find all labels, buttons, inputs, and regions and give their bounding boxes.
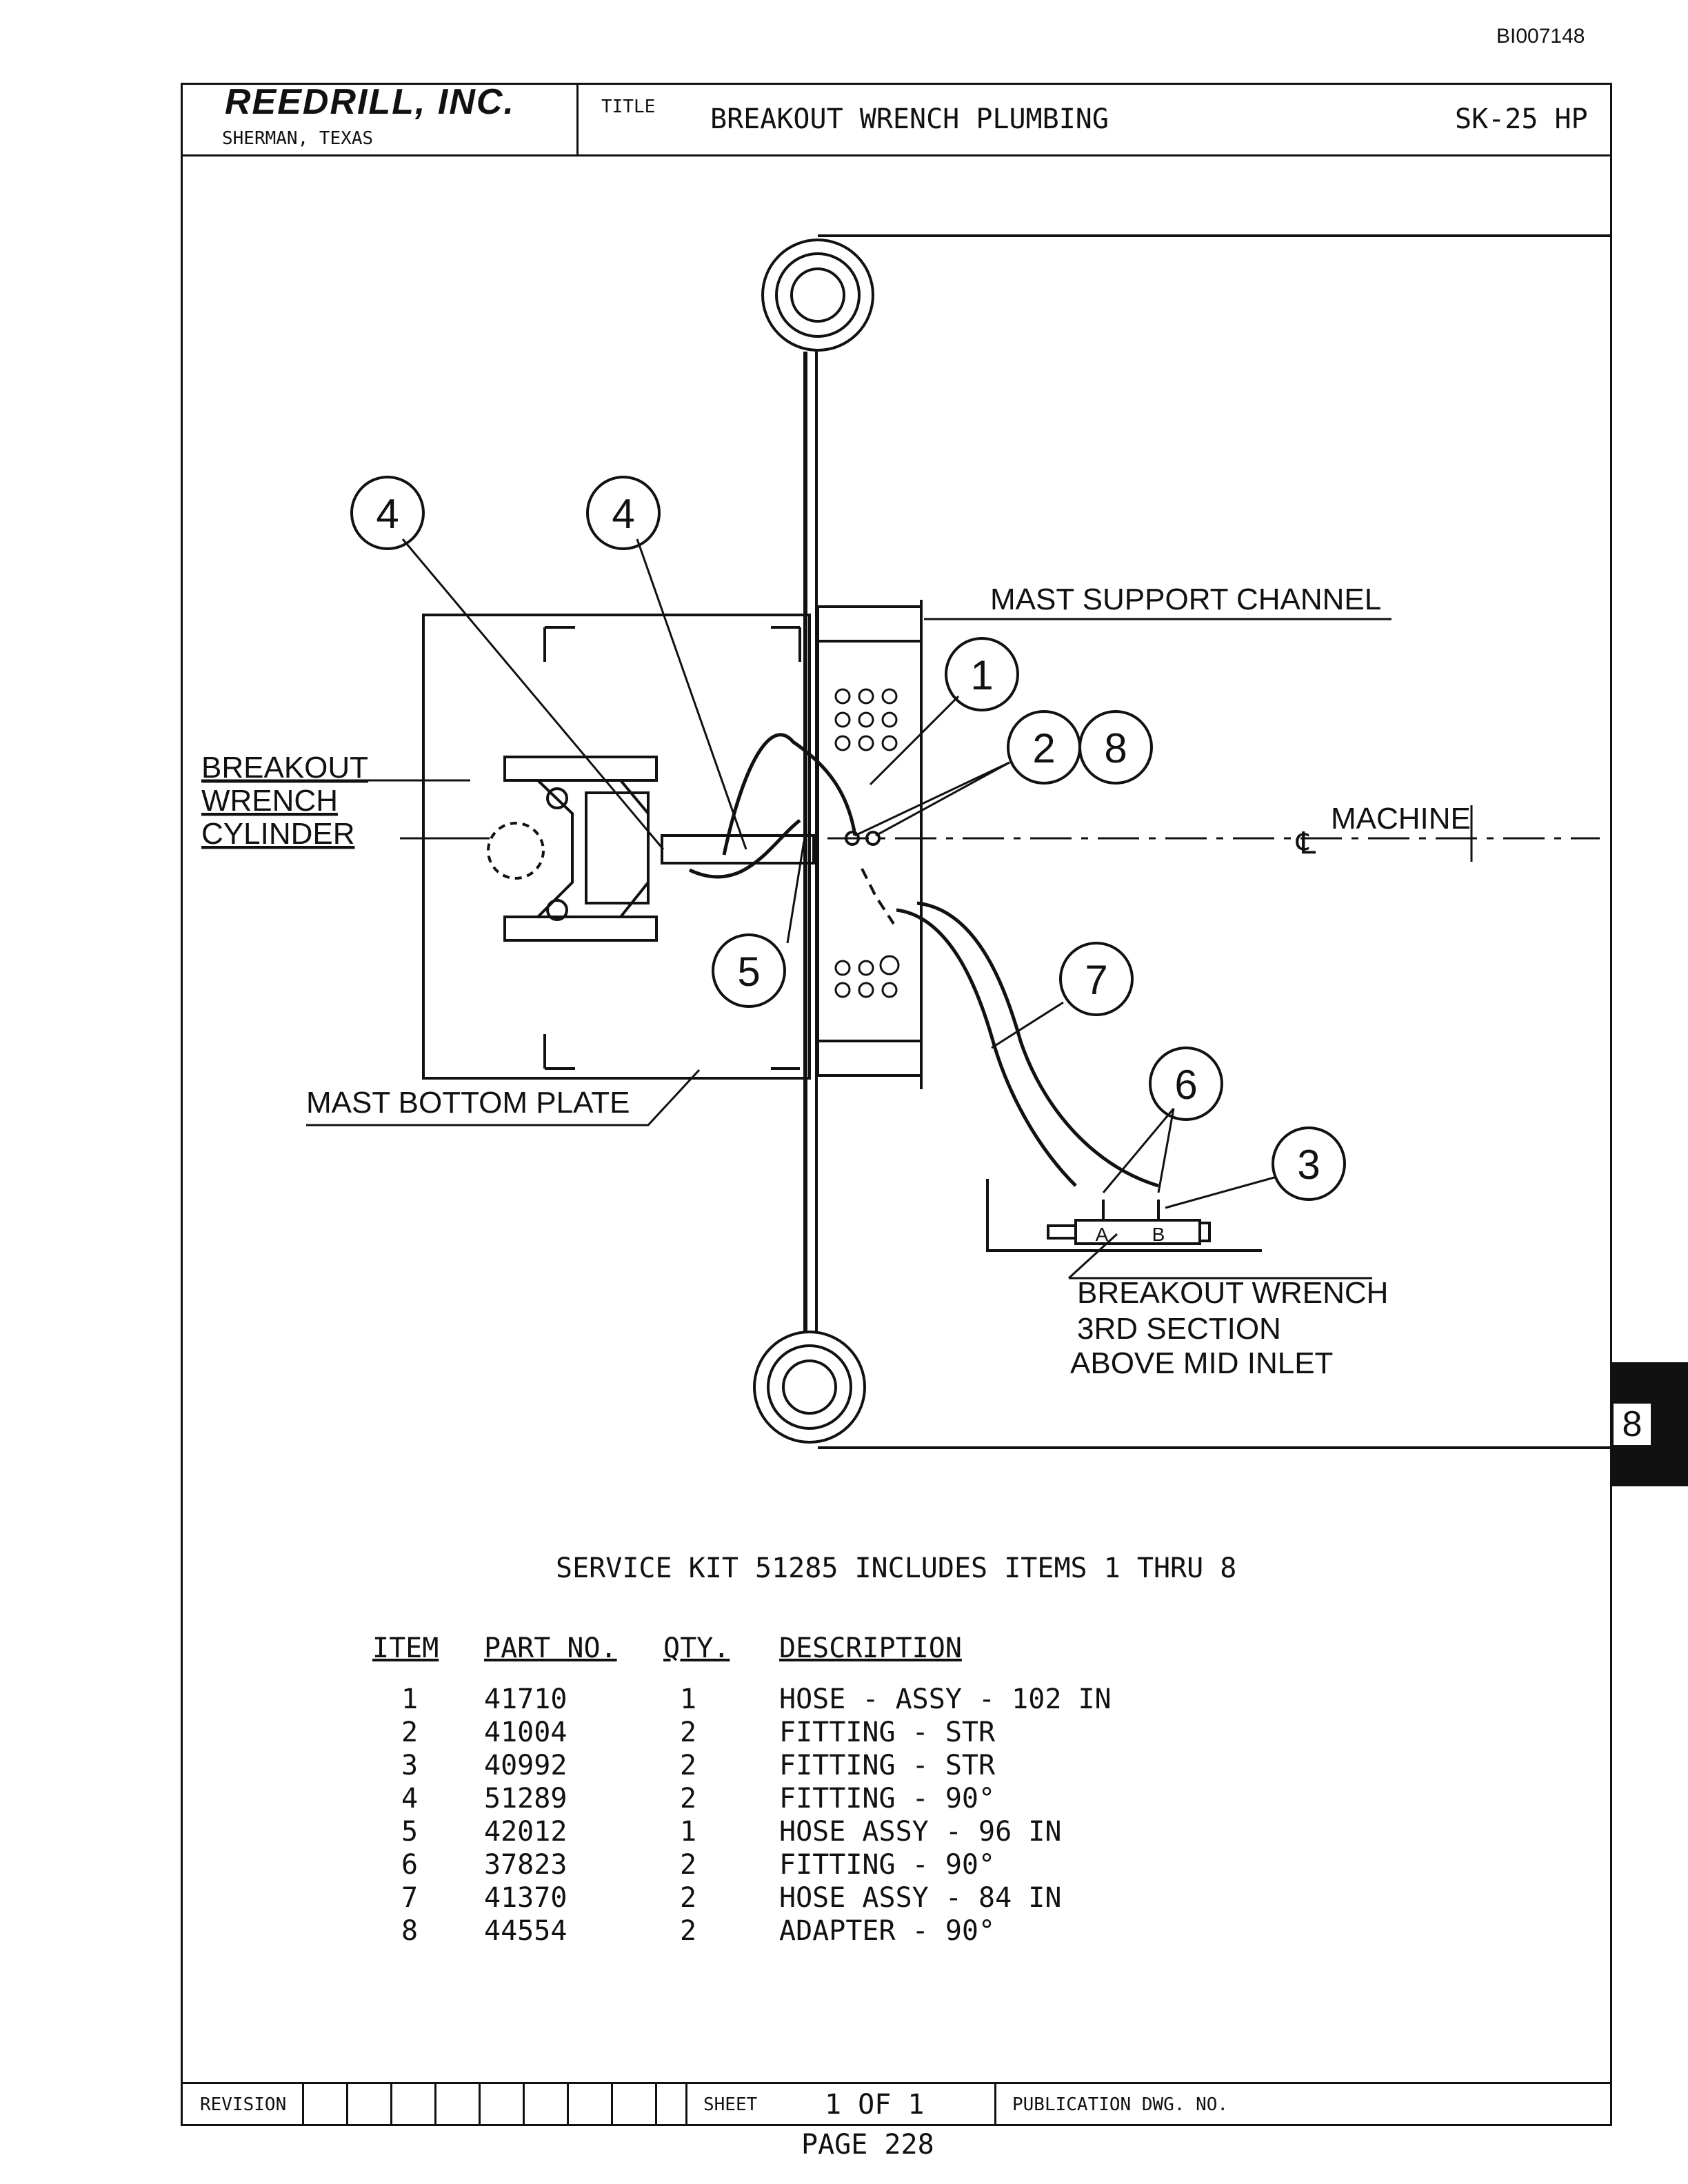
cell-part-no: 41004 — [484, 1717, 567, 1748]
cell-qty: 2 — [680, 1717, 697, 1748]
cell-part-no: 42012 — [484, 1816, 567, 1848]
cell-part-no: 41710 — [484, 1684, 567, 1715]
title-block-divider — [181, 154, 1612, 156]
cell-item: 2 — [401, 1717, 419, 1748]
revision-label: REVISION — [200, 2094, 287, 2115]
mast-support-channel — [816, 605, 923, 1077]
header-part-no: PART NO. — [484, 1632, 617, 1664]
cell-part-no: 41370 — [484, 1882, 567, 1914]
callout-8: 8 — [1104, 725, 1127, 771]
bottom-pulley — [753, 1331, 866, 1444]
label-machine: MACHINE — [1331, 802, 1471, 836]
cell-item: 4 — [401, 1783, 419, 1814]
cell-item: 3 — [401, 1750, 419, 1781]
cell-description: FITTING - STR — [779, 1750, 996, 1781]
cell-qty: 2 — [680, 1783, 697, 1814]
cell-item: 6 — [401, 1849, 419, 1881]
label-valve-line1: BREAKOUT WRENCH — [1077, 1276, 1388, 1310]
callout-5: 5 — [737, 949, 760, 995]
label-cylinder-line3: CYLINDER — [201, 817, 355, 851]
callout-7: 7 — [1085, 957, 1107, 1003]
callout-3: 3 — [1297, 1142, 1320, 1188]
cell-qty: 2 — [680, 1915, 697, 1947]
hose-5 — [688, 819, 801, 879]
centerline-symbol: ℄ — [1296, 827, 1316, 860]
cell-part-no: 37823 — [484, 1849, 567, 1881]
cell-description: HOSE ASSY - 96 IN — [779, 1816, 1062, 1848]
cell-part-no: 44554 — [484, 1915, 567, 1947]
section-tab-label: 8 — [1614, 1404, 1651, 1445]
callout-4b: 4 — [612, 491, 634, 537]
publication-label: PUBLICATION DWG. NO. — [1012, 2094, 1229, 2115]
cell-item: 8 — [401, 1915, 419, 1947]
header-qty: QTY. — [663, 1632, 730, 1664]
label-mast-support-channel: MAST SUPPORT CHANNEL — [990, 583, 1381, 616]
page-number: PAGE 228 — [801, 2129, 934, 2161]
footer-divider — [181, 2082, 1612, 2084]
breakout-wrench-cylinder — [487, 756, 815, 942]
callout-1: 1 — [970, 652, 993, 698]
callout-6: 6 — [1174, 1062, 1197, 1108]
cell-item: 7 — [401, 1882, 419, 1914]
sheet-label: SHEET — [703, 2094, 758, 2115]
cell-description: FITTING - STR — [779, 1717, 996, 1748]
label-mast-bottom-plate: MAST BOTTOM PLATE — [306, 1086, 630, 1120]
hose-1 — [722, 733, 857, 856]
callout-2: 2 — [1032, 725, 1055, 771]
port-a-label: A — [1096, 1224, 1109, 1245]
cell-part-no: 40992 — [484, 1750, 567, 1781]
title-block-separator — [576, 83, 579, 154]
cell-description: HOSE - ASSY - 102 IN — [779, 1684, 1112, 1715]
drawing-frame — [181, 83, 1612, 2126]
company-location: SHERMAN, TEXAS — [222, 128, 374, 149]
label-valve-line3: ABOVE MID INLET — [1070, 1346, 1333, 1380]
hose-routing-hidden — [861, 868, 895, 925]
company-name: REEDRILL, INC. — [225, 82, 515, 122]
cell-description: FITTING - 90° — [779, 1849, 996, 1881]
cell-part-no: 51289 — [484, 1783, 567, 1814]
hose-7a — [896, 908, 1077, 1187]
model-number: SK-25 HP — [1455, 103, 1588, 135]
hose-7b — [916, 901, 1159, 1188]
service-kit-note: SERVICE KIT 51285 INCLUDES ITEMS 1 THRU … — [556, 1553, 1237, 1584]
label-cylinder-line2: WRENCH — [201, 784, 338, 818]
cell-qty: 1 — [680, 1816, 697, 1848]
header-item: ITEM — [372, 1632, 439, 1664]
cell-description: FITTING - 90° — [779, 1783, 996, 1814]
label-cylinder-line1: BREAKOUT — [201, 751, 368, 785]
cell-item: 5 — [401, 1816, 419, 1848]
port-b-label: B — [1152, 1224, 1165, 1245]
header-description: DESCRIPTION — [779, 1632, 962, 1664]
callout-4a: 4 — [376, 491, 399, 537]
cell-description: ADAPTER - 90° — [779, 1915, 996, 1947]
drawing-title: BREAKOUT WRENCH PLUMBING — [710, 103, 1109, 135]
label-valve-line2: 3RD SECTION — [1077, 1312, 1281, 1346]
cell-description: HOSE ASSY - 84 IN — [779, 1882, 1062, 1914]
breakout-wrench-valve — [986, 1179, 1262, 1252]
channel-holes — [834, 688, 900, 998]
cell-qty: 2 — [680, 1750, 697, 1781]
document-id: BI007148 — [1496, 25, 1585, 48]
title-label: TITLE — [601, 97, 656, 117]
sheet-value: 1 OF 1 — [825, 2089, 925, 2121]
cell-qty: 2 — [680, 1882, 697, 1914]
cell-qty: 2 — [680, 1849, 697, 1881]
mast-bottom-plate — [422, 614, 811, 1080]
top-pulley — [761, 239, 874, 352]
cell-qty: 1 — [680, 1684, 697, 1715]
cell-item: 1 — [401, 1684, 419, 1715]
